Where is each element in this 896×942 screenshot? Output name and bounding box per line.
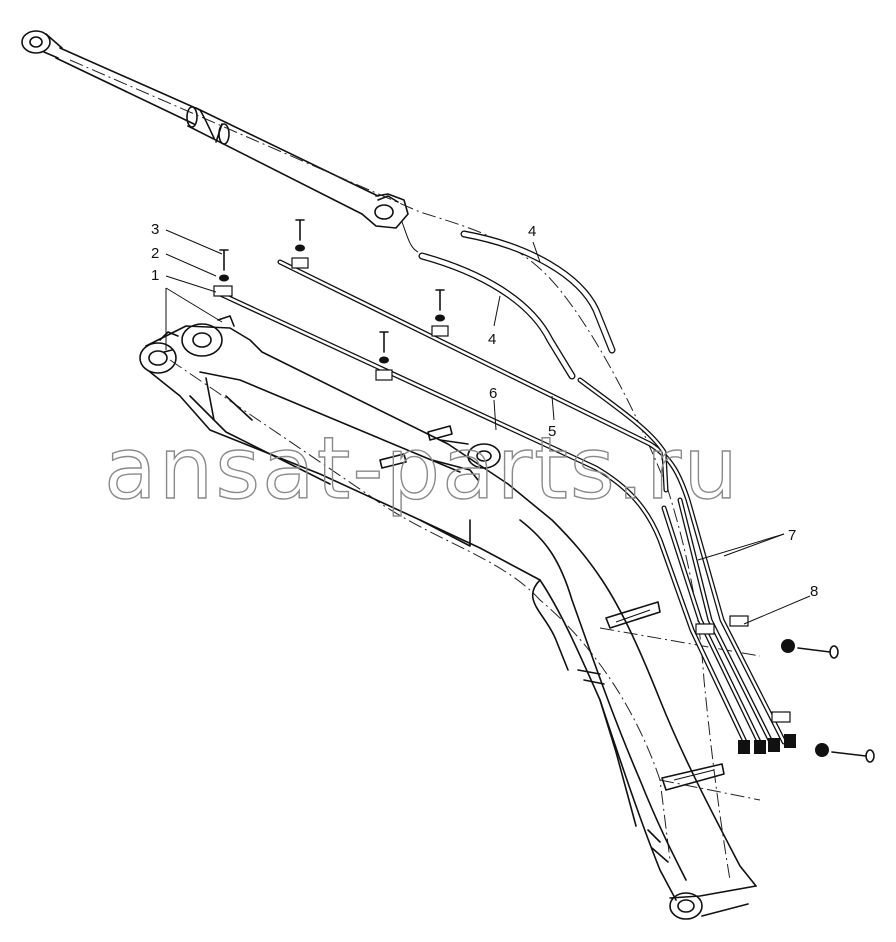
boom-structure <box>139 315 757 920</box>
clamps-and-fasteners <box>213 219 875 763</box>
hydraulic-pipes <box>213 259 787 747</box>
callout-4-lower: 4 <box>488 331 496 348</box>
callout-7: 7 <box>788 527 796 544</box>
callout-5: 5 <box>548 423 556 440</box>
callout-leaders <box>165 229 811 625</box>
arm-cylinder <box>21 30 419 253</box>
callout-2: 2 <box>151 245 159 262</box>
callout-8: 8 <box>810 583 818 600</box>
flexible-hoses <box>418 230 616 380</box>
callout-3: 3 <box>151 221 159 238</box>
callout-labels: 3 2 1 4 4 5 6 7 8 <box>151 221 818 600</box>
callout-4-upper: 4 <box>528 223 536 240</box>
watermark-text: ansat-parts.ru <box>104 419 740 519</box>
callout-1: 1 <box>151 267 159 284</box>
callout-6: 6 <box>489 385 497 402</box>
